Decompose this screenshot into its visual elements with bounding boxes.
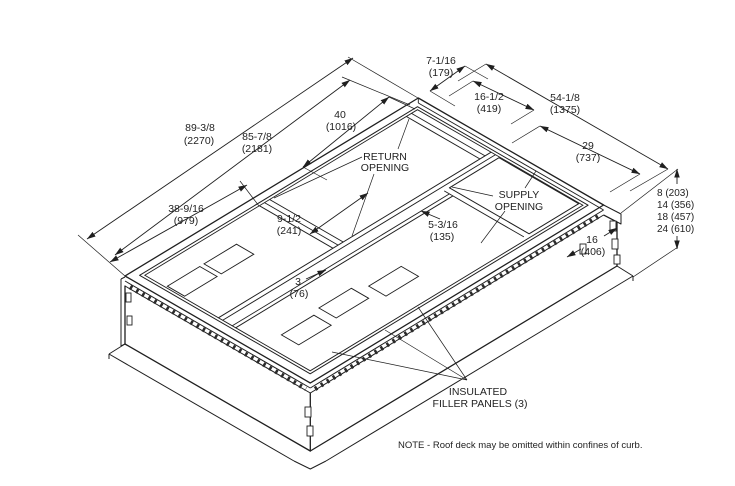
dim-line-7 — [429, 65, 466, 92]
height-14: 14 (356) — [657, 200, 694, 211]
return-opening-label-2: OPENING — [361, 162, 409, 174]
mid-rail-line-3 — [232, 193, 450, 327]
cutout — [203, 243, 255, 275]
bracket — [306, 425, 314, 437]
bracket — [126, 315, 133, 326]
right-wall-bottom — [309, 265, 618, 452]
footnote: NOTE - Roof deck may be omitted within c… — [398, 440, 642, 451]
dim-3-label: 3 — [295, 276, 301, 288]
bracket — [579, 243, 587, 255]
leader-3 — [305, 269, 327, 280]
bracket — [304, 406, 312, 418]
dim-5-mm: (135) — [430, 231, 455, 243]
filler-leaders — [331, 306, 468, 381]
dim-line-overall-length — [86, 57, 354, 240]
dim-54-label: 54-1/8 — [550, 92, 580, 104]
ext-line — [302, 96, 416, 181]
ext-line — [77, 234, 126, 277]
dim-9half-mm: (241) — [277, 225, 302, 237]
dim-line-38 — [109, 184, 248, 263]
return-opening-east-edge — [406, 116, 481, 160]
dim-40-mm: (1016) — [326, 121, 356, 133]
height-18: 18 (457) — [657, 212, 694, 223]
supply-opening-label-2: OPENING — [495, 201, 543, 213]
ext-line — [511, 125, 641, 193]
supply-opening-label: SUPPLY — [499, 189, 540, 201]
supply-west-rail — [443, 190, 525, 238]
ext-line — [347, 56, 419, 99]
return-opening-label: RETURN — [363, 151, 407, 163]
dim-89-label: 89-3/8 — [185, 122, 215, 134]
ext-line — [239, 180, 260, 207]
height-options: 8 (203) 14 (356) 18 (457) 24 (610) — [657, 188, 694, 235]
dim-line-9half — [309, 192, 369, 235]
bottom-flange — [108, 265, 634, 470]
mid-rail-line-4 — [235, 195, 454, 329]
flange-right-outer — [325, 265, 634, 462]
cutout — [280, 314, 333, 346]
dim-38-mm: (979) — [174, 215, 199, 227]
dim-16half-label: 16-1/2 — [474, 91, 504, 103]
dim-16-label: 16 — [586, 234, 598, 246]
dim-7-label: 7-1/16 — [426, 55, 456, 67]
filler-panels-label: INSULATED — [449, 386, 508, 398]
dim-40-label: 40 — [334, 109, 346, 121]
return-west-rail-2 — [264, 202, 339, 246]
ext-line — [457, 63, 669, 192]
supply-opening-outline — [448, 157, 580, 235]
cutout — [318, 287, 370, 319]
ext-line — [620, 168, 679, 278]
ext-line — [341, 76, 411, 106]
dim-3-mm: (76) — [290, 288, 309, 300]
supply-leaders — [451, 170, 537, 244]
ext-line — [429, 65, 489, 107]
rim-left-line-1 — [124, 280, 311, 389]
flange-left-outer — [108, 343, 295, 462]
dim-line-curb-length — [114, 79, 351, 256]
dim-89-mm: (2270) — [184, 135, 214, 147]
dim-16half-mm: (419) — [477, 103, 502, 115]
mid-rail-line-2 — [222, 154, 496, 321]
dim-54-mm: (1375) — [550, 104, 580, 116]
dim-5-label: 5-3/16 — [428, 219, 458, 231]
dim-line-29 — [539, 125, 641, 175]
cutout — [166, 265, 218, 297]
left-wall-bottom — [124, 343, 311, 452]
bracket — [613, 254, 621, 265]
return-leaders — [273, 118, 410, 237]
dim-29-mm: (737) — [576, 152, 601, 164]
dim-29-label: 29 — [582, 140, 594, 152]
flange-corner — [293, 460, 327, 470]
height-24: 24 (610) — [657, 224, 694, 235]
dim-85-label: 85-7/8 — [242, 131, 272, 143]
mid-rail-line-1 — [218, 151, 492, 319]
dim-line-40 — [302, 96, 390, 168]
leader-lines — [273, 118, 537, 381]
bracket — [611, 238, 619, 250]
labels: 89-3/8 (2270) 85-7/8 (2181) 38-9/16 (979… — [168, 55, 605, 410]
filler-panels-label-2: FILLER PANELS (3) — [433, 398, 528, 410]
dim-line-16-a — [566, 248, 582, 258]
dim-7-mm: (179) — [429, 67, 454, 79]
supply-opening — [443, 157, 580, 238]
rim-right-line-1 — [310, 209, 604, 389]
dim-85-mm: (2181) — [242, 143, 272, 155]
bracket — [125, 292, 132, 303]
dim-38-label: 38-9/16 — [168, 203, 204, 215]
right-rim-end-cap — [603, 204, 622, 225]
cutout — [367, 265, 420, 297]
dim-line-16-b — [603, 227, 618, 237]
rim-left-line-2 — [124, 285, 311, 394]
height-8: 8 (203) — [657, 188, 689, 199]
dim-9half-label: 9-1/2 — [277, 213, 301, 225]
dim-16-mm: (406) — [581, 246, 606, 258]
return-east-rail — [411, 113, 486, 157]
rim-hatch-left — [128, 285, 308, 391]
dimension-lines — [77, 56, 680, 280]
leader-5-3-16 — [420, 210, 441, 220]
wall-brackets — [125, 220, 621, 437]
rim-right-line-2 — [310, 214, 604, 394]
